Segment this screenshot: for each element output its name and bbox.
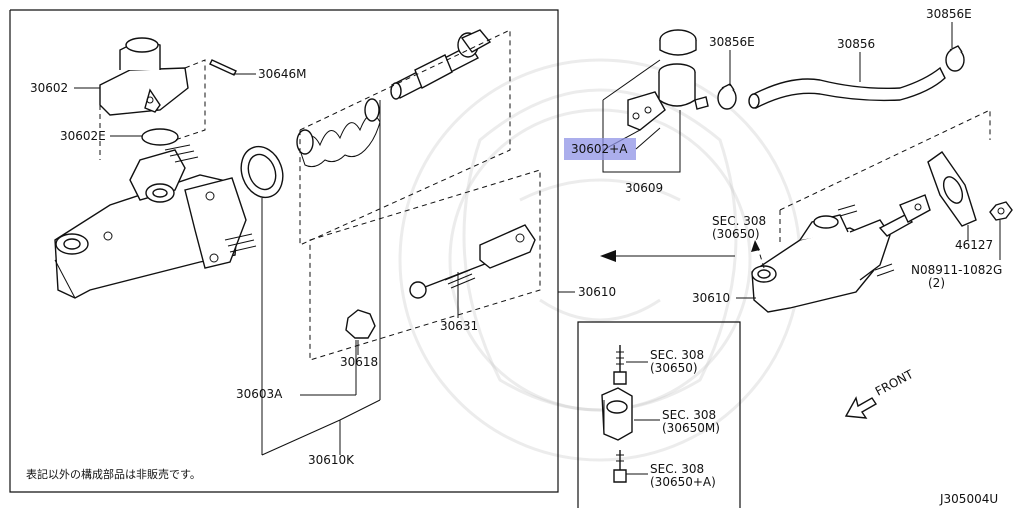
leader-lines-right-top [729,22,953,86]
nut-08911 [989,201,1013,221]
clamp-30856e-left [717,83,737,110]
pin-30646m [209,59,237,76]
label-30602a[interactable]: 30602+A [571,142,628,156]
boot-30618 [345,309,376,339]
label-30631: 30631 [440,319,478,333]
label-bolt-2: (2) [928,276,945,290]
diagram-code: J305004U [939,492,998,506]
footnote: 表記以外の構成部品は非販売です。 [26,467,201,481]
label-30610-main: 30610 [578,285,616,299]
label-30856: 30856 [837,37,875,51]
master-cylinder-assembled [751,194,931,313]
label-inset-sec3-2: (30650+A) [650,475,716,489]
label-inset-sec2-1: SEC. 308 [662,408,716,422]
gasket-46127 [927,151,977,227]
label-30646m: 30646M [258,67,307,81]
label-30856e-right: 30856E [926,7,972,21]
hose-30856 [748,66,946,110]
assembly-dash-box [779,109,991,245]
highlight-30602a[interactable] [564,138,636,160]
label-front: FRONT [873,367,916,399]
label-bolt-1: N08911-1082G [911,263,1002,277]
label-30610k: 30610K [308,453,355,467]
direction-arrow [600,240,765,269]
label-46127: 46127 [955,238,993,252]
label-30603a: 30603A [236,387,283,401]
label-30602e: 30602E [60,129,106,143]
label-30602: 30602 [30,81,68,95]
label-inset-sec3-1: SEC. 308 [650,462,704,476]
inset-bolt-bottom [613,450,627,483]
inset-fitting-middle [601,387,633,441]
label-30610-right: 30610 [692,291,730,305]
label-30856e-left: 30856E [709,35,755,49]
label-inset-sec1-2: (30650) [650,361,698,375]
o-ring-30602e [141,128,179,146]
leader-lines-main [74,73,575,456]
reservoir-tank [627,29,709,131]
reservoir-cap-30602 [99,37,189,116]
spring [296,98,381,168]
master-cylinder-body [54,144,257,299]
pushrod-kit-dash-lower [309,169,541,361]
leader-lines-right-mid [736,220,1001,299]
front-arrow-icon [844,396,877,419]
clamp-30856e-right [945,45,965,72]
label-30609: 30609 [625,181,663,195]
inset-leaders [626,361,660,475]
label-sec308-top-1: SEC. 308 [712,214,766,228]
piston [390,29,492,100]
pushrod-kit-dash-upper [299,29,511,246]
main-frame [9,9,559,493]
push-rod-30631 [409,224,536,299]
label-30618: 30618 [340,355,378,369]
cap-dash-box [99,59,206,160]
label-inset-sec1-1: SEC. 308 [650,348,704,362]
inset-bolt-top [613,345,627,385]
inset-frame [577,321,741,508]
seal-ring-30603a [240,145,284,199]
label-sec308-top-2: (30650) [712,227,760,241]
label-inset-sec2-2: (30650M) [662,421,720,435]
leader-30602a [635,127,661,150]
